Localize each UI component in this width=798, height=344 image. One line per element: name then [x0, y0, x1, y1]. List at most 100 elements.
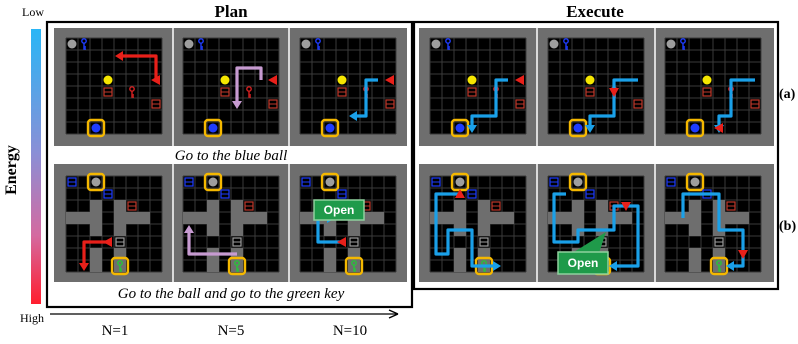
- wall-cell: [454, 248, 466, 260]
- path-arrow-icon: [585, 125, 595, 133]
- blue-ball-icon: [325, 123, 335, 133]
- blue-ball-icon: [208, 123, 218, 133]
- target-highlight-box: [227, 256, 247, 276]
- wall-cell: [502, 212, 514, 224]
- agent-triangle-icon: [268, 75, 277, 85]
- wall-cell: [478, 224, 490, 236]
- plan-section-frame: [45, 20, 414, 309]
- green-key-icon-stem: [718, 265, 721, 272]
- blue-key-icon-stem: [682, 43, 685, 50]
- row-label-a: (a): [779, 87, 796, 102]
- blue-key-icon-stem: [565, 43, 568, 50]
- wall-cell: [348, 224, 360, 236]
- agent-triangle-icon: [455, 189, 465, 198]
- trajectory-path: [552, 192, 640, 268]
- target-highlight-box: [86, 172, 106, 192]
- blue-ball-icon: [91, 123, 101, 133]
- execute-header: Execute: [566, 2, 624, 21]
- grey-ball-icon: [690, 177, 700, 187]
- wall-cell: [454, 212, 466, 224]
- wall-cell: [324, 248, 336, 260]
- green-key-icon-stem: [353, 265, 356, 272]
- agent-triangle-icon: [385, 75, 394, 85]
- gridworld-panel-a: [664, 37, 762, 138]
- wall-cell: [737, 212, 749, 224]
- target-highlight-box: [110, 256, 130, 276]
- wall-cell: [490, 212, 502, 224]
- grey-ball-icon: [549, 39, 559, 49]
- wall-cell: [207, 200, 219, 212]
- wall-cell: [324, 260, 336, 272]
- open-badge-box: [557, 251, 609, 275]
- target-highlight-box: [685, 172, 705, 192]
- wall-cell: [478, 212, 490, 224]
- execute-section-frame: [412, 20, 780, 291]
- n-label-5: N=5: [218, 323, 245, 339]
- grey-ball-icon: [666, 39, 676, 49]
- wall-cell: [90, 212, 102, 224]
- gridworld-panel-b: [429, 172, 527, 276]
- wall-cell: [231, 200, 243, 212]
- blue-ball-icon: [690, 123, 700, 133]
- caption-row-a: Go to the blue ball: [175, 148, 288, 164]
- trajectory-path: [187, 230, 237, 256]
- wall-cell: [195, 212, 207, 224]
- grey-ball-icon: [431, 39, 441, 49]
- target-highlight-box: [344, 256, 364, 276]
- grey-ball-icon: [325, 177, 335, 187]
- path-arrow-icon: [115, 51, 123, 61]
- open-badge-label: Open: [568, 256, 599, 270]
- wall-cell: [665, 212, 677, 224]
- caption-row-b: Go to the ball and go to the green key: [118, 286, 345, 302]
- wall-cell: [572, 212, 584, 224]
- n-label-1: N=1: [102, 323, 129, 339]
- gridworld-panel-b: [182, 172, 280, 276]
- agent-triangle-icon: [151, 75, 160, 85]
- grey-ball-icon: [208, 177, 218, 187]
- gridworld-panel-b: [664, 172, 762, 276]
- wall-cell: [90, 260, 102, 272]
- wall-cell: [442, 212, 454, 224]
- grey-ball-icon: [301, 39, 311, 49]
- target-highlight-box: [685, 118, 705, 138]
- gridworld-panel-a: [65, 37, 163, 138]
- yellow-ball-icon: [103, 75, 113, 85]
- energy-gradient-bar: [31, 29, 41, 304]
- open-badge: Open: [313, 199, 365, 221]
- wall-cell: [78, 212, 90, 224]
- target-highlight-box: [203, 172, 223, 192]
- agent-triangle-icon: [515, 75, 524, 85]
- gridworld-panel-a: [299, 37, 397, 138]
- grey-ball-icon: [91, 177, 101, 187]
- wall-cell: [725, 212, 737, 224]
- wall-cell: [255, 212, 267, 224]
- wall-cell: [114, 212, 126, 224]
- target-highlight-box: [450, 118, 470, 138]
- agent-triangle-icon: [738, 250, 748, 259]
- grey-ball-icon: [573, 177, 583, 187]
- row-label-b: (b): [779, 219, 796, 234]
- yellow-ball-icon: [467, 75, 477, 85]
- trajectory-path: [120, 54, 158, 80]
- open-badge-label: Open: [324, 203, 355, 217]
- wall-cell: [572, 200, 584, 212]
- wall-cell: [560, 212, 572, 224]
- trajectory-path: [354, 78, 378, 118]
- energy-axis-label: Energy: [3, 145, 20, 195]
- target-highlight-box: [320, 118, 340, 138]
- wall-cell: [324, 224, 336, 236]
- yellow-ball-icon: [220, 75, 230, 85]
- wall-cell: [207, 260, 219, 272]
- blue-key-icon-stem: [83, 43, 86, 50]
- trajectory-path: [235, 66, 263, 104]
- wall-cell: [243, 212, 255, 224]
- agent-triangle-icon: [103, 237, 112, 247]
- wall-cell: [126, 212, 138, 224]
- agent-triangle-icon: [621, 202, 631, 211]
- path-arrow-icon: [467, 125, 477, 133]
- target-highlight-box: [86, 118, 106, 138]
- wall-cell: [689, 260, 701, 272]
- gridworld-panel-b: Open: [547, 172, 645, 276]
- green-key-icon-stem: [236, 265, 239, 272]
